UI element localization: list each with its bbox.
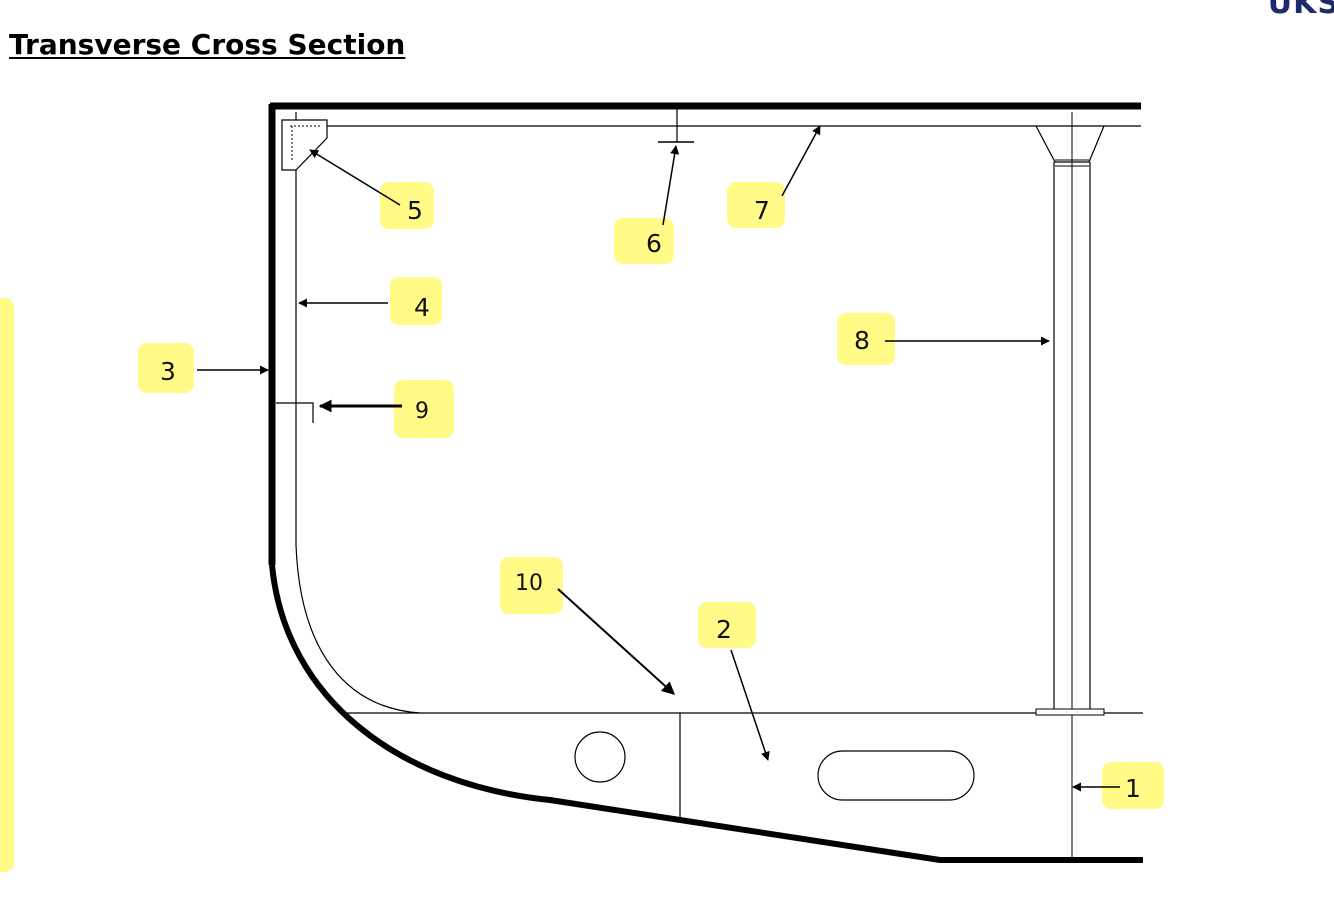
callout-label-6: 6	[646, 229, 662, 258]
lightening-hole-oval	[817, 750, 975, 801]
callout-label-1: 1	[1125, 774, 1141, 803]
arrow-10	[557, 588, 675, 695]
callout-highlight-2	[698, 602, 756, 648]
callouts	[138, 182, 1164, 809]
callout-label-2: 2	[716, 615, 732, 644]
callout-highlight-9	[394, 380, 454, 438]
lightening-hole-round	[574, 731, 626, 783]
callout-highlight-1	[1102, 762, 1164, 809]
callout-highlight-8	[837, 313, 895, 365]
side-highlight-bar	[0, 298, 14, 872]
callout-label-9: 9	[415, 399, 429, 424]
arrow-6	[662, 145, 680, 226]
callout-label-10: 10	[515, 571, 543, 596]
callout-highlight-7	[727, 182, 785, 228]
callout-highlight-4	[390, 277, 442, 325]
callout-label-3: 3	[160, 357, 176, 386]
callout-label-7: 7	[754, 196, 770, 225]
callout-highlight-5	[380, 182, 434, 229]
arrow-7	[781, 125, 821, 197]
bilge-bottom-shell	[269, 564, 1143, 863]
callout-highlight-3	[138, 343, 194, 393]
top-bracket-dotted	[290, 125, 322, 162]
hull-structure	[268, 102, 1143, 863]
callout-label-5: 5	[407, 196, 423, 225]
arrow-5	[309, 149, 401, 206]
callout-labels: 1 2 3 4 5 6 7 8 9 10	[160, 196, 1141, 803]
pillar	[1035, 112, 1105, 860]
callout-highlight-6	[614, 218, 674, 264]
callout-arrows	[197, 125, 1120, 792]
side-stiffener	[276, 402, 314, 423]
callout-label-4: 4	[414, 293, 430, 322]
callout-label-8: 8	[854, 326, 870, 355]
callout-highlight-10	[500, 557, 563, 614]
page-title: Transverse Cross Section	[9, 28, 406, 61]
arrow-2	[730, 649, 770, 761]
top-bracket	[281, 119, 328, 171]
frame-bilge-curve	[295, 544, 421, 714]
corner-logo: UKS	[1267, 0, 1334, 21]
